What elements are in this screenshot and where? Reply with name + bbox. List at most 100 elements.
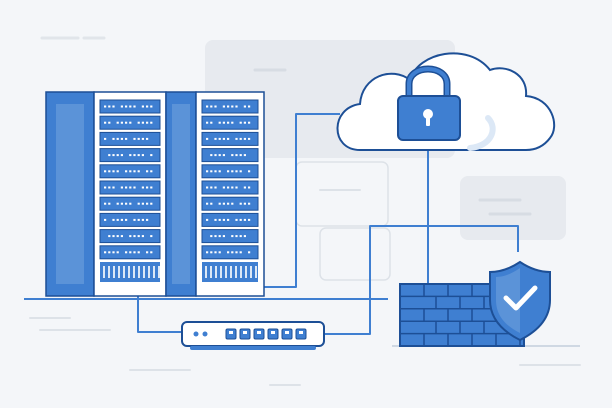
rack-led	[243, 202, 246, 205]
link-switch-firewall	[324, 225, 519, 335]
rack-led	[146, 170, 149, 173]
rack-unit	[99, 212, 161, 227]
rack-led	[141, 186, 144, 189]
rack-led	[129, 170, 132, 173]
rack-led	[227, 137, 230, 140]
rack-unit	[201, 180, 259, 195]
checkmark-icon	[503, 285, 538, 311]
rack-led	[125, 202, 128, 205]
rack-led	[146, 202, 149, 205]
rack-led	[116, 218, 119, 221]
rack-led	[231, 202, 234, 205]
rack-led	[210, 154, 213, 157]
rack-led	[214, 105, 217, 108]
rack-led	[116, 121, 119, 124]
rack-led	[218, 137, 221, 140]
rack-left-units	[99, 99, 161, 260]
rack-led	[116, 154, 119, 157]
rack-led	[120, 137, 123, 140]
server-rack-left	[45, 91, 167, 297]
rack-led	[218, 202, 221, 205]
link-racks-cloud	[262, 113, 340, 288]
rack-led	[222, 235, 225, 238]
vent-slot	[123, 266, 125, 278]
rack-led	[235, 186, 238, 189]
vent-slot	[225, 266, 227, 278]
rack-led	[104, 105, 107, 108]
rack-led	[150, 154, 153, 157]
rack-led	[235, 105, 238, 108]
rack-led	[112, 137, 115, 140]
rack-led	[120, 121, 123, 124]
rack-led	[133, 170, 136, 173]
rack-unit	[201, 148, 259, 163]
bg-panel-mid-2	[319, 227, 391, 281]
rack-led	[129, 202, 132, 205]
rack-led	[120, 218, 123, 221]
rack-led	[222, 202, 225, 205]
rack-led	[150, 186, 153, 189]
rack-led	[210, 170, 213, 173]
rack-led	[146, 121, 149, 124]
rack-led	[146, 186, 149, 189]
rack-led	[239, 202, 242, 205]
rack-led	[146, 137, 149, 140]
rack-led	[129, 235, 132, 238]
vent-slot	[220, 266, 222, 278]
rack-led	[116, 170, 119, 173]
rack-led	[112, 218, 115, 221]
rack-led	[248, 218, 251, 221]
link-racks-switch	[137, 286, 182, 333]
rack-led	[206, 202, 209, 205]
vent-slot	[255, 266, 257, 278]
vent-slot	[205, 266, 207, 278]
rack-led	[239, 218, 242, 221]
rack-led	[235, 137, 238, 140]
rack-led	[108, 170, 111, 173]
padlock-icon	[397, 65, 461, 141]
rack-led	[227, 251, 230, 254]
rack-led	[112, 251, 115, 254]
rack-led	[206, 186, 209, 189]
rack-led	[104, 121, 107, 124]
vent-slot	[158, 266, 160, 278]
rack-led	[125, 105, 128, 108]
rack-led	[239, 170, 242, 173]
rack-led	[133, 186, 136, 189]
rack-right-side-inner	[172, 104, 190, 284]
rack-led	[222, 137, 225, 140]
rack-led	[104, 218, 107, 221]
rack-led	[243, 121, 246, 124]
rack-led	[248, 251, 251, 254]
rack-led	[137, 235, 140, 238]
rack-led	[133, 218, 136, 221]
rack-led	[150, 202, 153, 205]
rack-led	[243, 235, 246, 238]
rack-led	[108, 154, 111, 157]
switch-port-pin	[285, 331, 289, 334]
rack-led	[218, 121, 221, 124]
rack-unit	[201, 212, 259, 227]
rack-led	[141, 235, 144, 238]
rack-led	[120, 105, 123, 108]
rack-led	[146, 251, 149, 254]
rack-led	[116, 202, 119, 205]
vent-slot	[153, 266, 155, 278]
rack-led	[133, 235, 136, 238]
rack-led	[137, 170, 140, 173]
rack-led	[239, 121, 242, 124]
rack-led	[133, 154, 136, 157]
rack-led	[218, 170, 221, 173]
vent-slot	[138, 266, 140, 278]
vent-slot	[230, 266, 232, 278]
rack-led	[214, 137, 217, 140]
rack-led	[125, 251, 128, 254]
rack-led	[210, 186, 213, 189]
switch-ports	[193, 328, 307, 340]
vent-slot	[148, 266, 150, 278]
rack-led	[150, 105, 153, 108]
rack-led	[210, 202, 213, 205]
network-switch-icon	[181, 321, 325, 350]
rack-led	[129, 154, 132, 157]
